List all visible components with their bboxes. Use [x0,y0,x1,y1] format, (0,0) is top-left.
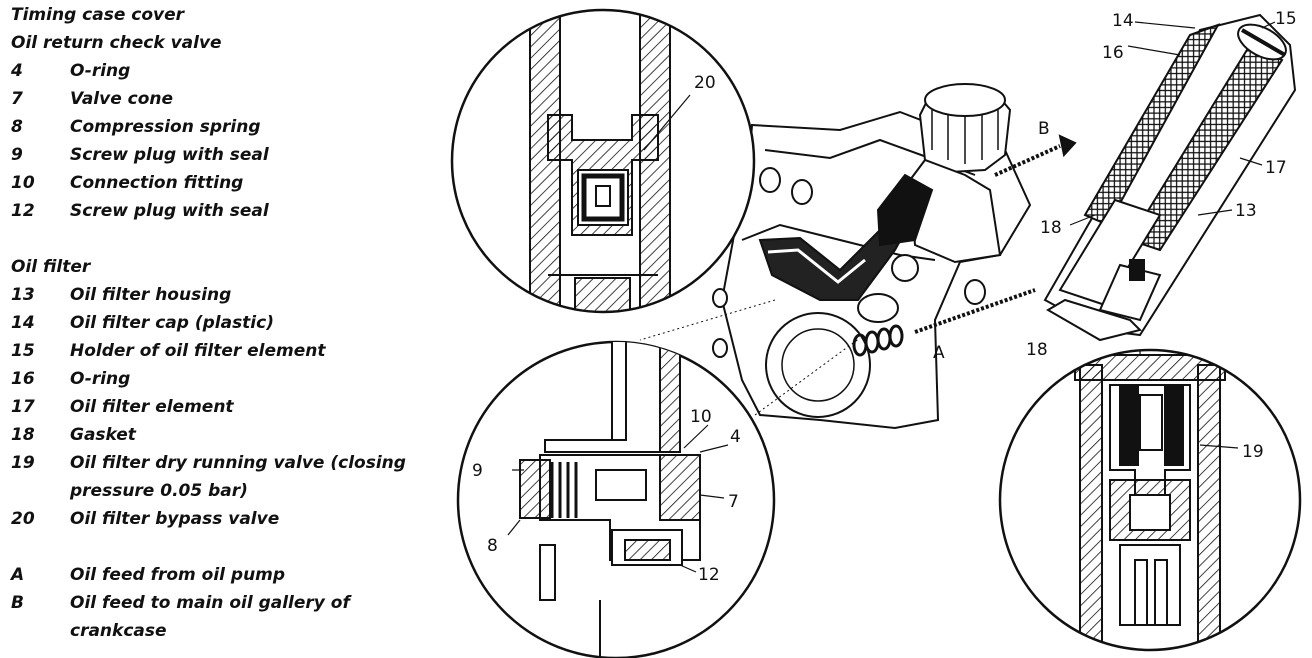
bypass-valve-detail: 20 [450,8,756,314]
callout-15: 15 [1275,9,1297,29]
callout-14: 14 [1112,11,1134,31]
check-valve-detail: 10 4 9 7 8 12 [456,340,776,658]
callout-20: 20 [694,73,716,93]
callout-13: 13 [1235,201,1257,221]
callout-16: 16 [1102,43,1124,63]
callout-8: 8 [487,536,498,556]
dry-running-valve-detail: 18 19 [998,340,1302,652]
callout-18-top: 18 [1040,218,1062,238]
timing-case-cover-drawing [639,83,1077,430]
callout-18-bottom: 18 [1026,340,1048,360]
legend-oil-filter-heading: Oil filter [11,257,91,277]
legend: Timing case cover Oil return check valve… [11,5,406,641]
legend-check-valve-heading: Oil return check valve [11,33,222,53]
callout-19: 19 [1242,442,1264,462]
callout-7: 7 [728,492,739,512]
callout-10: 10 [690,407,712,427]
callout-17: 17 [1265,158,1287,178]
oil-filter-exploded [1043,13,1297,342]
callout-4: 4 [730,427,741,447]
legend-timing-case-cover: Timing case cover [11,5,185,25]
callout-9: 9 [472,461,483,481]
callout-B: B [1038,119,1050,139]
callout-A: A [933,343,945,363]
callout-12: 12 [698,565,720,585]
oil-filter-diagram: 20 10 4 9 7 8 12 [450,8,1302,658]
